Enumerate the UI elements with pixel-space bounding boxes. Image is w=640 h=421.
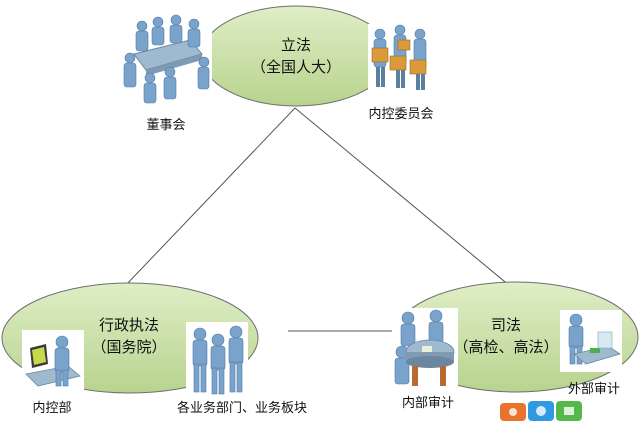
people-at-table-icon — [392, 308, 458, 394]
connectors — [124, 107, 511, 332]
watermark-logo — [500, 401, 582, 421]
judicial-subtitle: （高检、高法） — [453, 338, 558, 356]
connector-legislative-judicial — [294, 107, 511, 287]
person-at-computer-icon — [22, 330, 84, 392]
connector-legislative-executive — [124, 107, 296, 287]
person-at-desk-icon — [560, 310, 622, 372]
business-units-label: 各业务部门、业务板块 — [177, 400, 307, 416]
external-audit-label: 外部审计 — [568, 382, 620, 397]
legislative-ellipse — [200, 5, 392, 107]
meeting-group-icon — [120, 14, 212, 106]
internal-audit-label: 内部审计 — [402, 395, 454, 411]
executive-subtitle: （国务院） — [91, 338, 166, 356]
legislative-title: 立法 — [281, 36, 311, 54]
board-label: 董事会 — [146, 118, 185, 133]
internal-control-dept-label: 内控部 — [32, 400, 71, 416]
standing-group-icon — [186, 322, 248, 398]
people-with-boxes-icon — [368, 24, 438, 94]
judicial-title: 司法 — [491, 316, 521, 334]
executive-title: 行政执法 — [99, 316, 159, 334]
legislative-subtitle: （全国人大） — [251, 58, 341, 76]
internal-control-committee-label: 内控委员会 — [368, 106, 433, 122]
